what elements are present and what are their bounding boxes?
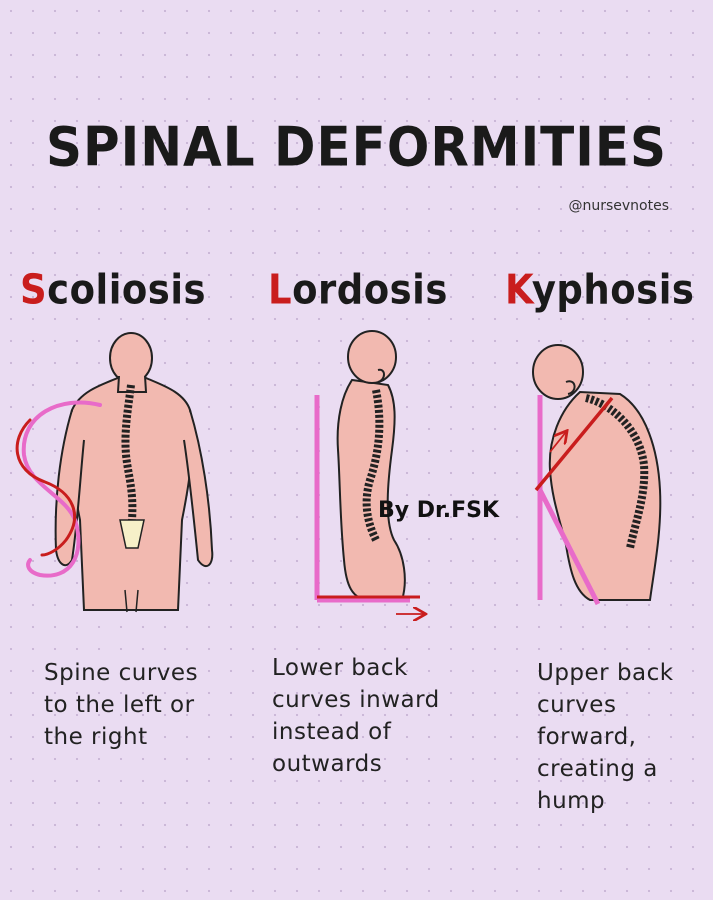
description-line: curves inward bbox=[272, 687, 440, 713]
k-diagonal-pink bbox=[537, 488, 601, 606]
heading-initial: S bbox=[20, 265, 48, 314]
ear bbox=[377, 368, 385, 383]
scoliosis-figure bbox=[15, 332, 214, 613]
back-body bbox=[68, 377, 194, 611]
kyphosis-description: Upper back curves forward, creating a hu… bbox=[537, 657, 674, 817]
description-line: Spine curves bbox=[44, 660, 199, 686]
description-line: Upper back bbox=[537, 660, 674, 686]
head bbox=[347, 330, 397, 384]
spine bbox=[584, 394, 649, 549]
kyphosis-heading: Kyphosis bbox=[505, 266, 694, 313]
kyphosis-figure bbox=[532, 344, 662, 606]
arrow-up bbox=[549, 432, 566, 453]
k-diagonal-red bbox=[534, 396, 614, 492]
spine bbox=[121, 384, 137, 521]
description-line: to the left or bbox=[44, 692, 195, 718]
ear bbox=[565, 380, 576, 395]
description-line: Lower back bbox=[272, 655, 408, 681]
spine bbox=[362, 389, 384, 542]
lordosis-heading: Lordosis bbox=[268, 266, 448, 313]
lordosis-figure bbox=[314, 330, 424, 614]
description-line: curves bbox=[537, 692, 617, 718]
heading-rest: coliosis bbox=[47, 265, 207, 314]
description-line: outwards bbox=[272, 751, 383, 777]
head bbox=[532, 344, 584, 400]
description-line: hump bbox=[537, 788, 606, 814]
hip-line bbox=[124, 589, 139, 613]
description-line: forward, bbox=[537, 724, 637, 750]
heading-rest: ordosis bbox=[292, 265, 448, 314]
head bbox=[109, 332, 153, 384]
scoliosis-description: Spine curves to the left or the right bbox=[44, 657, 198, 753]
credit-watermark: By Dr.FSK bbox=[378, 498, 500, 523]
page-title: SPINAL DEFORMITIES bbox=[45, 115, 668, 179]
author-handle: @nursevnotes bbox=[568, 198, 669, 214]
lordosis-description: Lower back curves inward instead of outw… bbox=[272, 652, 440, 780]
s-curve-pink bbox=[21, 400, 102, 578]
heading-initial: L bbox=[268, 265, 293, 314]
right-arm bbox=[183, 409, 214, 568]
scoliosis-heading: Scoliosis bbox=[20, 266, 206, 313]
s-curve-red bbox=[15, 418, 77, 557]
neck bbox=[116, 375, 148, 393]
left-arm bbox=[54, 409, 85, 567]
description-line: instead of bbox=[272, 719, 392, 745]
description-line: creating a bbox=[537, 756, 658, 782]
description-line: the right bbox=[44, 724, 148, 750]
pelvis bbox=[119, 519, 145, 549]
side-body bbox=[548, 390, 662, 601]
heading-initial: K bbox=[505, 265, 532, 314]
heading-rest: yphosis bbox=[531, 265, 695, 314]
